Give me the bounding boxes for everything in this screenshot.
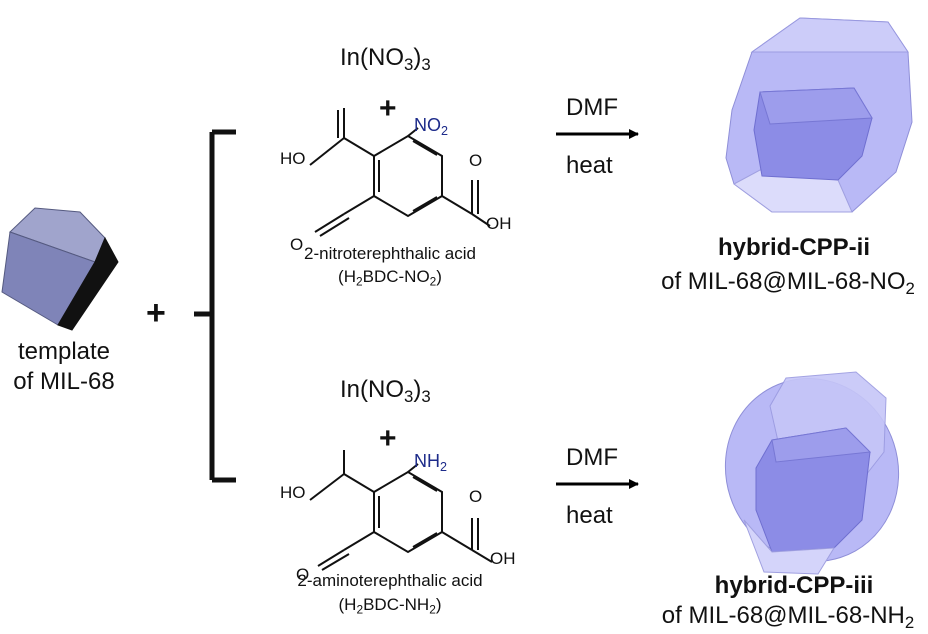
product-desc-1: of MIL-68@MIL-68-NO2 xyxy=(648,270,928,298)
product-crystal-ii xyxy=(725,17,913,213)
acid-abbrev-2-pre: (H xyxy=(338,595,357,614)
metal-salt-1-pre: In(NO xyxy=(340,44,405,71)
molecule-1-o-right: O xyxy=(469,151,483,170)
amino-group-label: NH2 xyxy=(414,452,447,473)
product-desc-2-sub: 2 xyxy=(904,613,915,633)
product-desc-1-sub: 2 xyxy=(905,279,915,299)
acid-name-1: 2-nitroterephthalic acid xyxy=(304,244,476,263)
acid-abbrev-1-post: ) xyxy=(436,267,442,286)
branch-1-plus-sign: + xyxy=(379,92,397,125)
product-desc-2-pre: of MIL-68@MIL-68-NH xyxy=(661,602,905,629)
nitro-group-sub: 2 xyxy=(441,123,449,138)
acid-abbrev-1-sub: 2 xyxy=(355,274,363,289)
molecule-2-o-left: O xyxy=(296,565,310,584)
condition-label-1: heat xyxy=(566,152,613,179)
acid-abbrev-2-mid: BDC-NH xyxy=(363,595,430,614)
molecule-nitroterephthalic xyxy=(309,108,491,237)
acid-abbrev-2: (H2BDC-NH2) xyxy=(300,596,480,616)
main-plus-sign: + xyxy=(146,294,166,332)
product-name-1: hybrid-CPP-ii xyxy=(717,234,870,261)
amino-group-sub: 2 xyxy=(440,459,448,474)
solvent-label-1: DMF xyxy=(566,94,618,121)
metal-salt-2-sub2: 3 xyxy=(421,387,431,407)
acid-abbrev-1: (H2BDC-NO2) xyxy=(300,268,480,288)
product-crystal-iii xyxy=(724,371,900,575)
acid-name-2: 2-aminoterephthalic acid xyxy=(297,571,483,590)
metal-salt-2: In(NO3)3 xyxy=(340,378,431,406)
acid-abbrev-1-pre: (H xyxy=(338,267,356,286)
molecule-1-oh-label: OH xyxy=(486,214,512,233)
molecule-1-ho-label: HO xyxy=(280,149,306,168)
solvent-label-2: DMF xyxy=(566,444,618,471)
product-name-2: hybrid-CPP-iii xyxy=(714,572,874,599)
metal-salt-1-sub: 3 xyxy=(404,55,414,75)
metal-salt-2-pre: In(NO xyxy=(340,376,405,403)
reaction-arrows xyxy=(556,129,639,489)
product-desc-2: of MIL-68@MIL-68-NH2 xyxy=(648,604,928,632)
condition-label-2: heat xyxy=(566,502,613,529)
template-label-line2: of MIL-68 xyxy=(13,368,115,395)
molecule-2-ho-label: HO xyxy=(280,483,306,502)
acid-abbrev-1-sub2: 2 xyxy=(429,274,437,289)
acid-abbrev-1-mid: BDC-NO xyxy=(362,267,430,286)
amino-group-main: NH xyxy=(414,451,440,471)
metal-salt-1: In(NO3)3 xyxy=(340,46,431,74)
nitro-group-label: NO2 xyxy=(414,116,448,137)
molecule-aminoterephthalic xyxy=(309,450,493,571)
nitro-group-main: NO xyxy=(414,115,441,135)
product-desc-1-pre: of MIL-68@MIL-68-NO xyxy=(661,268,906,295)
acid-abbrev-2-sub2: 2 xyxy=(429,602,436,617)
branch-bracket xyxy=(194,129,236,483)
acid-abbrev-2-post: ) xyxy=(435,595,442,614)
metal-salt-1-mid: ) xyxy=(413,44,422,71)
metal-salt-1-sub2: 3 xyxy=(421,55,431,75)
molecule-2-o-right: O xyxy=(469,487,483,506)
acid-abbrev-2-sub: 2 xyxy=(356,602,364,617)
metal-salt-2-mid: ) xyxy=(413,376,422,403)
molecule-1-o-left: O xyxy=(290,235,304,254)
template-crystal xyxy=(1,207,119,331)
metal-salt-2-sub: 3 xyxy=(404,387,414,407)
molecule-2-oh-label: OH xyxy=(490,549,516,568)
branch-2-plus-sign: + xyxy=(379,422,397,455)
template-label-line1: template xyxy=(17,338,111,365)
